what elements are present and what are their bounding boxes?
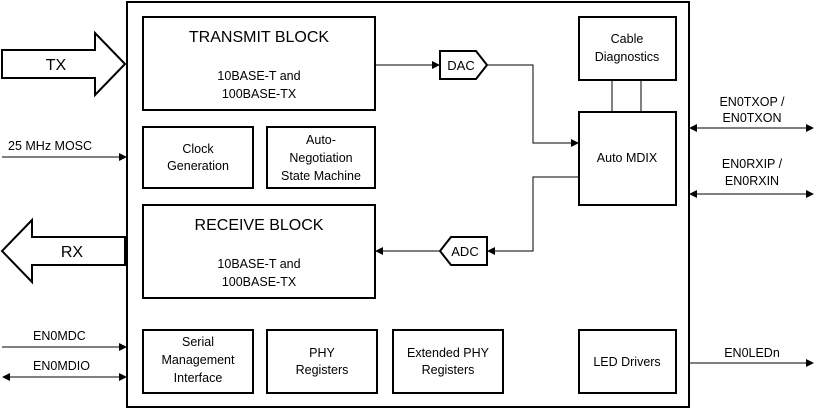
clock-generation-line2: Generation: [167, 159, 229, 173]
cable-diagnostics-block: Cable Diagnostics: [578, 16, 677, 81]
led-drivers-label: LED Drivers: [593, 355, 660, 369]
rx-label: RX: [61, 244, 84, 261]
tx-label: TX: [46, 57, 67, 74]
serial-management-line1: Serial: [182, 335, 214, 349]
auto-negotiation-line3: State Machine: [281, 169, 361, 183]
rxip-signal: EN0RXIP / EN0RXIN: [689, 157, 814, 198]
rxip-label-line2: EN0RXIN: [725, 174, 779, 188]
mosc-label: 25 MHz MOSC: [8, 139, 92, 153]
serial-management-line2: Management: [162, 353, 235, 367]
phy-registers-block: PHY Registers: [266, 329, 378, 394]
auto-negotiation-block: Auto- Negotiation State Machine: [266, 126, 376, 189]
dac-converter: DAC: [439, 50, 489, 80]
transmit-block: TRANSMIT BLOCK 10BASE-T and 100BASE-TX: [142, 16, 376, 111]
serial-management-line3: Interface: [174, 371, 223, 385]
dac-label: DAC: [447, 58, 474, 73]
adc-label: ADC: [451, 244, 478, 259]
cable-diagnostics-line1: Cable: [611, 32, 644, 46]
txop-label-line2: EN0TXON: [722, 111, 781, 125]
mdio-signal: EN0MDIO: [2, 359, 127, 381]
transmit-block-line1: 10BASE-T and: [217, 69, 300, 83]
phy-registers-line1: PHY: [309, 346, 335, 360]
cable-diagnostics-line2: Diagnostics: [595, 50, 660, 64]
transmit-block-line2: 100BASE-TX: [222, 87, 297, 101]
receive-block-line2: 100BASE-TX: [222, 275, 297, 289]
mdc-label: EN0MDC: [33, 329, 86, 343]
receive-block-title: RECEIVE BLOCK: [195, 217, 324, 234]
auto-mdix-label: Auto MDIX: [597, 151, 658, 165]
dac-to-mdix-arrow: [487, 64, 579, 147]
serial-management-block: Serial Management Interface: [142, 329, 254, 394]
clock-generation-line1: Clock: [182, 142, 214, 156]
extended-phy-registers-line2: Registers: [422, 363, 475, 377]
auto-mdix-block: Auto MDIX: [578, 111, 677, 206]
transmit-block-title: TRANSMIT BLOCK: [189, 29, 330, 46]
txop-signal: EN0TXOP / EN0TXON: [689, 95, 814, 132]
rxip-label-line1: EN0RXIP /: [722, 157, 783, 171]
mdc-signal: EN0MDC: [2, 329, 127, 351]
rx-arrow: RX: [0, 217, 126, 285]
clock-generation-block: Clock Generation: [142, 126, 254, 189]
txop-label-line1: EN0TXOP /: [719, 95, 785, 109]
auto-negotiation-line1: Auto-: [306, 133, 336, 147]
phy-registers-line2: Registers: [296, 363, 349, 377]
receive-block-line1: 10BASE-T and: [217, 257, 300, 271]
mosc-signal: 25 MHz MOSC: [2, 139, 127, 161]
extended-phy-registers-line1: Extended PHY: [407, 346, 490, 360]
led-drivers-block: LED Drivers: [578, 329, 677, 394]
extended-phy-registers-block: Extended PHY Registers: [392, 329, 504, 394]
led-signal: EN0LEDn: [690, 346, 814, 367]
auto-negotiation-line2: Negotiation: [289, 151, 352, 165]
mdix-to-adc-arrow: [487, 176, 579, 255]
tx-arrow: TX: [1, 30, 127, 98]
led-signal-label: EN0LEDn: [724, 346, 780, 360]
mdio-label: EN0MDIO: [33, 359, 90, 373]
receive-block: RECEIVE BLOCK 10BASE-T and 100BASE-TX: [142, 204, 376, 299]
adc-converter: ADC: [438, 236, 488, 266]
